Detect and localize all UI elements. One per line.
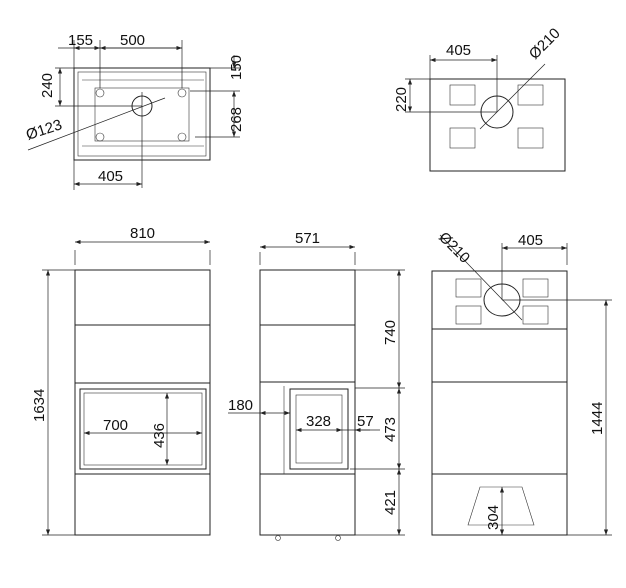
back-view: Ø210 405 1444 304 bbox=[431, 229, 612, 536]
dim-180: 180 bbox=[228, 397, 253, 414]
dim-700: 700 bbox=[103, 417, 128, 434]
top-view-insert: 155 500 240 150 268 Ø123 405 bbox=[24, 32, 245, 190]
side-view: 571 740 473 421 180 328 57 bbox=[228, 230, 405, 541]
dim-155: 155 bbox=[68, 32, 93, 49]
dim-740: 740 bbox=[382, 320, 399, 345]
dim-1634: 1634 bbox=[31, 389, 48, 422]
dim-150: 150 bbox=[228, 55, 245, 80]
front-view: 810 1634 700 436 bbox=[31, 225, 211, 536]
dim-1444: 1444 bbox=[589, 402, 606, 435]
dim-421: 421 bbox=[382, 490, 399, 515]
dim-57: 57 bbox=[357, 413, 374, 430]
dim-diameter-210-back: Ø210 bbox=[435, 229, 473, 267]
dim-810: 810 bbox=[130, 225, 155, 242]
dim-405-top: 405 bbox=[446, 42, 471, 59]
dim-328: 328 bbox=[306, 413, 331, 430]
dim-405: 405 bbox=[98, 168, 123, 185]
dim-436: 436 bbox=[151, 423, 168, 448]
dim-304: 304 bbox=[485, 505, 502, 530]
dim-473: 473 bbox=[382, 417, 399, 442]
dim-268: 268 bbox=[228, 107, 245, 132]
dim-240: 240 bbox=[39, 73, 56, 98]
top-view-stove: 405 220 Ø210 bbox=[393, 25, 566, 172]
dim-571: 571 bbox=[295, 230, 320, 247]
dim-220: 220 bbox=[393, 87, 410, 112]
dim-diameter-210-top: Ø210 bbox=[526, 25, 564, 63]
dim-diameter-123: Ø123 bbox=[24, 116, 64, 144]
dim-405-back: 405 bbox=[518, 232, 543, 249]
dim-500: 500 bbox=[120, 32, 145, 49]
